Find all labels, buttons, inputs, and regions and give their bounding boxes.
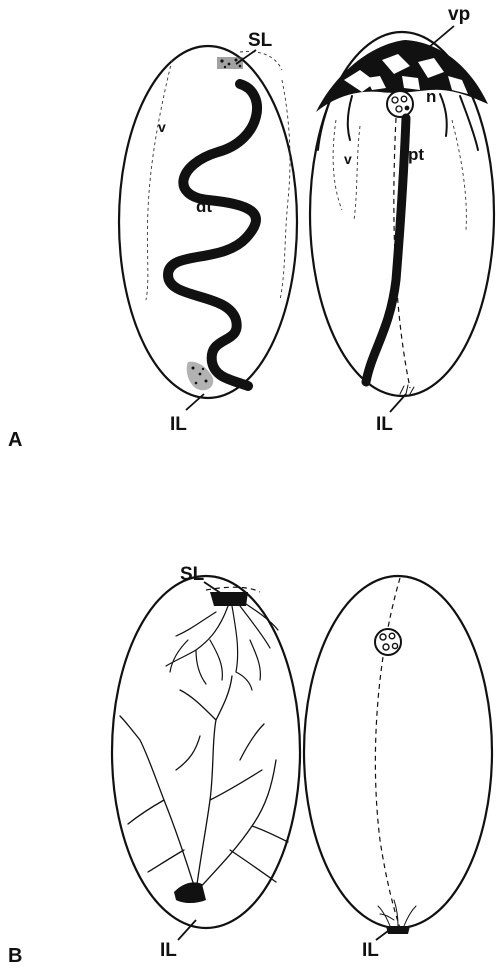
inferior-ligament-tuft: [400, 385, 414, 394]
label-v: v: [344, 151, 352, 167]
panel-label-b: B: [8, 945, 22, 967]
label-sl: SL: [248, 30, 273, 51]
label-sl: SL: [180, 564, 205, 585]
leader-vp: [428, 26, 454, 48]
node: [387, 91, 413, 117]
label-n: n: [426, 87, 436, 106]
vessel-trace: [333, 120, 342, 210]
panel-b: SL IL IL B: [8, 564, 492, 967]
lower-vessel-tree: [120, 676, 288, 903]
egg-b-right: IL: [304, 576, 492, 961]
egg-a-left: SL v dt IL: [119, 30, 297, 435]
node: [375, 629, 401, 655]
label-pt: pt: [408, 145, 424, 164]
egg-outline: [119, 46, 297, 398]
egg-b-left: SL IL: [112, 564, 300, 961]
egg-outline: [112, 576, 300, 928]
egg-a-right: vp n v pt IL: [310, 4, 494, 435]
upper-vessel-network: [166, 592, 278, 690]
label-il: IL: [170, 414, 187, 435]
label-il: IL: [362, 940, 379, 961]
panel-label-a: A: [8, 429, 22, 451]
vessel-trace: [354, 126, 360, 220]
label-dt: dt: [196, 197, 212, 216]
label-v: v: [158, 119, 166, 135]
label-vp: vp: [448, 4, 470, 25]
panel-a: SL v dt IL: [8, 4, 494, 451]
thick-tube: [366, 118, 406, 382]
superior-ligament-patch: [217, 57, 243, 69]
vessel-trace: [240, 52, 282, 70]
label-il: IL: [160, 940, 177, 961]
vessel-trace: [452, 120, 466, 230]
label-il: IL: [376, 414, 393, 435]
leader-il: [178, 920, 196, 940]
serpentine-duct: [168, 84, 257, 386]
egg-outline: [304, 576, 492, 928]
vessel-trace: [280, 80, 290, 300]
